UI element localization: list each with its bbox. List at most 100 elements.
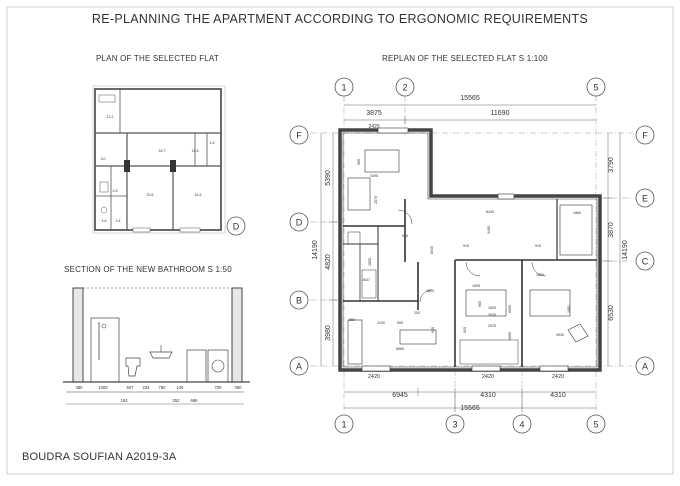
axis-bubble-bottom-1-label: 1 bbox=[341, 420, 346, 430]
plan-room-label-7: 4.6 bbox=[102, 219, 107, 223]
section-dim-10: 686 bbox=[191, 398, 199, 403]
existing-plan-outer-wall bbox=[94, 88, 222, 231]
axis-bubble-left-B bbox=[289, 290, 309, 310]
room-dim-22: 915 bbox=[463, 327, 467, 333]
dim-right-total: 14190 bbox=[622, 240, 629, 260]
room-dim-19: 900 bbox=[397, 321, 403, 325]
plan-room-label-1: 18.7 bbox=[159, 149, 166, 153]
axis-bubble-top-5-label: 5 bbox=[593, 83, 598, 93]
axis-bubble-left-F-label: F bbox=[296, 131, 302, 141]
room-dim-24: 1881 bbox=[567, 305, 571, 313]
dim-bottom-c: 2420 bbox=[552, 374, 564, 380]
room-dim-18: 850 bbox=[349, 318, 355, 322]
axis-bubble-right-A-label: A bbox=[642, 362, 648, 372]
axis-bubble-bottom-5 bbox=[586, 414, 606, 434]
dimension-lines bbox=[320, 104, 621, 412]
axis-bubble-right-E bbox=[635, 188, 655, 208]
dim-bottom-a: 2420 bbox=[368, 374, 380, 380]
room-dim-12: 1820 bbox=[426, 289, 434, 293]
axis-bubble-left-F bbox=[289, 125, 309, 145]
axis-bubble-top-1 bbox=[334, 77, 354, 97]
replan-title: REPLAN OF THE SELECTED FLAT S 1:100 bbox=[382, 54, 548, 63]
section-title: SECTION OF THE NEW BATHROOM S 1:50 bbox=[64, 265, 232, 274]
section-dim-8: 163 bbox=[121, 398, 129, 403]
bathroom-section bbox=[63, 287, 250, 405]
axis-bubble-right-F-label: F bbox=[642, 131, 648, 141]
dim-left-b: 4820 bbox=[325, 254, 332, 270]
dim-right-b: 3870 bbox=[608, 222, 615, 238]
dim-left-a: 5390 bbox=[325, 170, 332, 186]
plan-room-label-2: 20.6 bbox=[147, 193, 154, 197]
room-dim-7: 915 bbox=[463, 244, 469, 248]
room-dim-1: 3495 bbox=[370, 174, 378, 178]
section-right-wall bbox=[231, 287, 243, 383]
room-dim-21: 2576 bbox=[488, 324, 496, 328]
bed-bottom-right bbox=[529, 289, 571, 317]
section-dim-4: 760 bbox=[159, 385, 167, 390]
section-dim-9: 252 bbox=[173, 398, 181, 403]
axis-bubble-left-D bbox=[289, 212, 309, 232]
dim-left-total: 14190 bbox=[312, 240, 319, 260]
room-dim-20: 6565 bbox=[396, 347, 404, 351]
room-dim-17: 1100 bbox=[377, 321, 385, 325]
section-toilet bbox=[125, 357, 141, 377]
existing-plan bbox=[92, 85, 226, 234]
axis-bubble-right-A bbox=[635, 356, 655, 376]
room-dim-15: 3930 bbox=[488, 313, 496, 317]
dim-top-inner: 2420 bbox=[368, 124, 379, 130]
room-dim-25: 3930 bbox=[556, 333, 564, 337]
room-dim-27: 6655 bbox=[508, 332, 512, 340]
dining-table bbox=[399, 329, 437, 345]
dim-bottom-total: 15565 bbox=[460, 405, 480, 412]
axis-bubble-bottom-1 bbox=[334, 414, 354, 434]
section-dim-3: 233 bbox=[143, 385, 151, 390]
room-dim-28: 200 bbox=[414, 311, 420, 315]
dim-bottom-e: 4310 bbox=[480, 392, 496, 399]
dim-bottom-f: 4310 bbox=[550, 392, 566, 399]
replan-walls bbox=[338, 127, 602, 372]
room-dim-0: 955 bbox=[357, 159, 361, 165]
axis-bubble-right-E-label: E bbox=[642, 194, 648, 204]
dim-top-total: 15565 bbox=[460, 95, 480, 102]
section-dim-2: 507 bbox=[127, 385, 135, 390]
author-label: BOUDRA SOUFIAN A2019-3A bbox=[22, 451, 177, 463]
axis-bubble-left-B-label: B bbox=[296, 296, 302, 306]
bed-bottom-middle bbox=[465, 289, 507, 317]
section-sink bbox=[149, 351, 173, 359]
section-dim-5: 126 bbox=[177, 385, 185, 390]
dim-left-c: 3980 bbox=[325, 325, 332, 341]
axis-bubble-top-5 bbox=[586, 77, 606, 97]
axis-bubble-bottom-3-label: 3 bbox=[452, 420, 457, 430]
section-dim-0: 380 bbox=[76, 385, 84, 390]
room-dim-13: 1905 bbox=[472, 284, 480, 288]
axis-bubble-right-C bbox=[635, 251, 655, 271]
plan-room-label-6: 2.6 bbox=[113, 189, 118, 193]
plan-room-label-0: 12.2 bbox=[107, 115, 114, 119]
room-dim-9: 915 bbox=[535, 244, 541, 248]
axis-bubble-right-F bbox=[635, 125, 655, 145]
axis-bubble-left-A bbox=[289, 356, 309, 376]
room-dim-2: 2570 bbox=[374, 196, 378, 204]
dim-top-b: 11690 bbox=[491, 110, 510, 117]
dim-top-a: 3875 bbox=[366, 110, 382, 117]
section-dim-1: 1000 bbox=[98, 385, 108, 390]
room-dim-23: 1830 bbox=[536, 273, 544, 277]
room-dim-29: 935 bbox=[431, 327, 435, 333]
section-left-wall bbox=[72, 287, 84, 383]
room-dim-3: 915 bbox=[402, 234, 408, 238]
plan-room-label-5: 3.0 bbox=[101, 157, 106, 161]
room-dim-26: 6655 bbox=[508, 305, 512, 313]
plan-title: PLAN OF THE SELECTED FLAT bbox=[96, 54, 219, 63]
plan-room-label-3: 16.5 bbox=[195, 193, 202, 197]
section-dim-6: 700 bbox=[215, 385, 223, 390]
section-washing-machine bbox=[186, 349, 207, 383]
plan-room-label-8: 3.4 bbox=[116, 219, 121, 223]
room-dim-14: 1830 bbox=[488, 306, 496, 310]
outer-wall bbox=[338, 128, 602, 372]
room-dim-8: 8040 bbox=[430, 246, 434, 254]
room-dim-10: 2855 bbox=[368, 258, 372, 266]
page-title: RE-PLANNING THE APARTMENT ACCORDING TO E… bbox=[91, 12, 589, 26]
dim-bottom-b: 2420 bbox=[482, 374, 494, 380]
plan-axis-bubble-D bbox=[226, 216, 246, 236]
